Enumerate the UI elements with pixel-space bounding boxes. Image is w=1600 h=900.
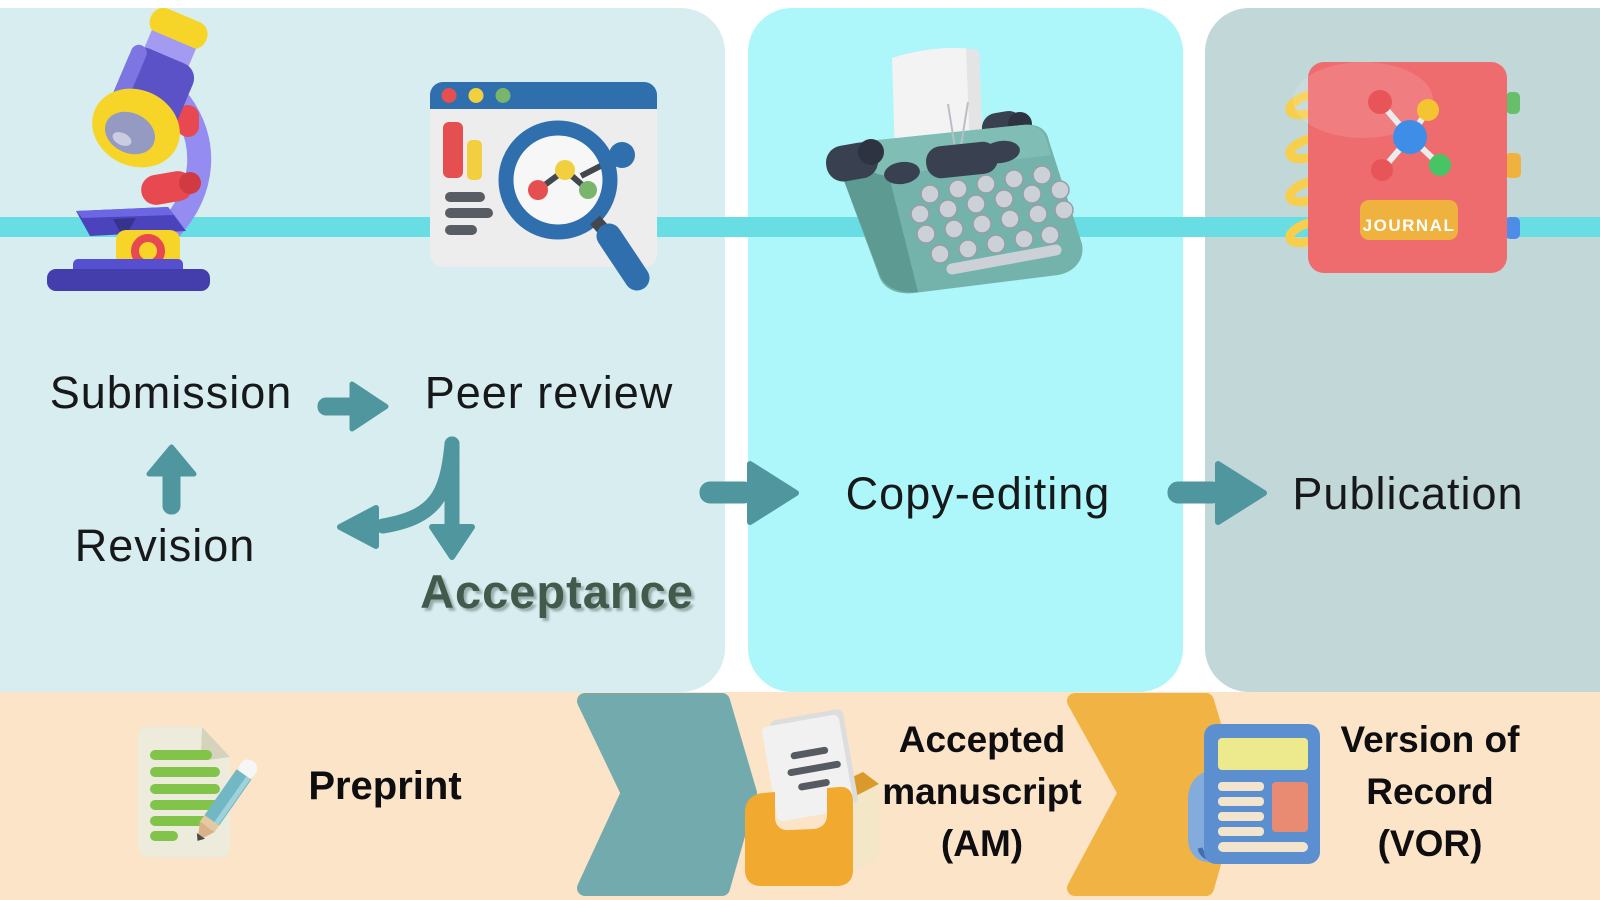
journal-tab-yellow — [1505, 153, 1521, 178]
preprint-document-icon — [138, 727, 258, 857]
journal-book-icon: JOURNAL — [1285, 62, 1521, 273]
journal-cover-label: JOURNAL — [1363, 216, 1456, 235]
vor-line-1: Version of — [1340, 719, 1520, 760]
step-label-acceptance: Acceptance — [420, 564, 694, 618]
am-line-1: Accepted — [898, 719, 1066, 760]
step-label-peer-review: Peer review — [424, 367, 674, 418]
am-line-3: (AM) — [940, 823, 1024, 864]
journal-cover-label-plate — [1360, 200, 1458, 240]
bottom-label-preprint: Preprint — [308, 763, 462, 808]
review-browser-icon — [430, 82, 657, 291]
step-label-submission: Submission — [49, 367, 293, 418]
pencil-icon — [196, 759, 258, 841]
vor-line-2: Record — [1366, 771, 1494, 812]
bottom-label-accepted-manuscript: Accepted manuscript (AM) — [862, 714, 1102, 870]
microscope-icon — [47, 7, 212, 291]
step-label-copy-editing: Copy-editing — [845, 468, 1111, 519]
am-line-2: manuscript — [882, 771, 1082, 812]
vor-line-3: (VOR) — [1377, 823, 1483, 864]
typewriter-icon — [825, 47, 1083, 294]
bottom-label-version-of-record: Version of Record (VOR) — [1310, 714, 1550, 870]
step-label-revision: Revision — [74, 520, 256, 571]
journal-tab-green — [1506, 92, 1520, 114]
manuscript-box-icon — [745, 709, 879, 886]
timeline-bar — [0, 217, 1600, 237]
journal-tab-blue — [1505, 217, 1520, 239]
step-label-publication: Publication — [1292, 468, 1524, 519]
